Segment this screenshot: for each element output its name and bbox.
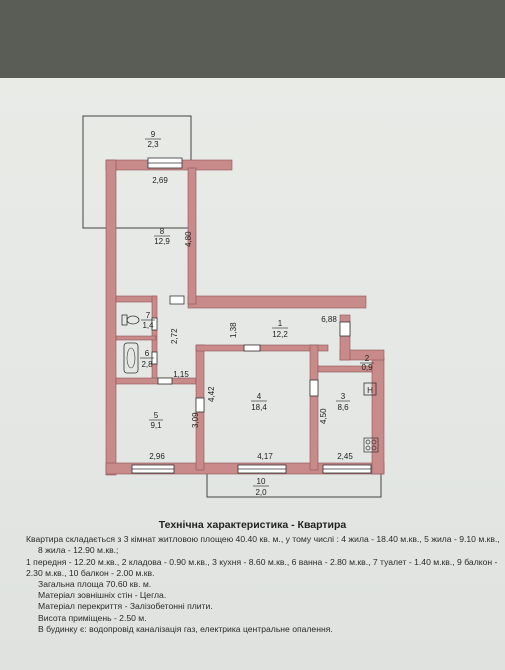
stove-icon <box>363 437 379 453</box>
svg-text:12,9: 12,9 <box>154 237 170 246</box>
dim-4-50: 4,50 <box>319 408 328 424</box>
dim-4-42: 4,42 <box>207 386 216 402</box>
svg-text:2,8: 2,8 <box>141 360 153 369</box>
svg-text:7: 7 <box>146 311 151 320</box>
dim-1-15: 1,15 <box>173 370 189 379</box>
dim-3-09: 3,09 <box>191 412 200 428</box>
dim-4-80: 4,80 <box>184 231 193 247</box>
svg-text:Н: Н <box>367 386 373 395</box>
svg-text:2: 2 <box>365 354 370 363</box>
svg-text:2,0: 2,0 <box>255 488 267 497</box>
svg-text:4: 4 <box>257 392 262 401</box>
svg-text:3: 3 <box>341 392 346 401</box>
info-utilities: В будинку є: водопровід каналізація газ,… <box>38 623 333 634</box>
svg-text:9,1: 9,1 <box>150 421 162 430</box>
room-label-9: 9 2,3 <box>145 130 161 149</box>
info-wall-material: Матеріал зовнішніх стін - Цегла. <box>38 590 167 601</box>
info-total-area: Загальна площа 70.60 кв. м. <box>38 579 152 590</box>
bathtub-icon <box>123 342 139 374</box>
svg-text:8: 8 <box>160 227 165 236</box>
room-label-1: 1 12,2 <box>272 319 288 339</box>
doors <box>151 295 351 413</box>
dim-6-88: 6,88 <box>321 315 337 324</box>
room-label-6: 6 2,8 <box>140 349 154 369</box>
dim-2-72: 2,72 <box>170 328 179 344</box>
balcony-9-outline <box>82 115 192 229</box>
boiler-icon: Н <box>363 382 377 396</box>
svg-text:0,9: 0,9 <box>361 363 373 372</box>
info-title: Технічна характеристика - Квартира <box>158 519 347 531</box>
room-label-8: 8 12,9 <box>154 227 170 246</box>
dim-2-96: 2,96 <box>149 452 165 461</box>
svg-text:9: 9 <box>151 130 156 139</box>
dim-2-45: 2,45 <box>337 452 353 461</box>
technical-description: Технічна характеристика - Квартира Кварт… <box>0 519 505 635</box>
room-label-10: 10 2,0 <box>253 477 269 497</box>
svg-text:1,4: 1,4 <box>142 321 154 330</box>
balcony-10-outline <box>206 468 382 498</box>
room-label-7: 7 1,4 <box>141 311 155 330</box>
svg-text:12,2: 12,2 <box>272 330 288 339</box>
info-floor-material: Матеріал перекриття - Залізобетонні плит… <box>38 601 213 612</box>
svg-text:18,4: 18,4 <box>251 403 267 412</box>
dim-1-38: 1,38 <box>229 322 238 338</box>
info-ceiling-height: Висота приміщень - 2.50 м. <box>38 612 147 623</box>
svg-text:5: 5 <box>154 411 159 420</box>
window-lines <box>132 162 371 470</box>
floor-plan: Н 9 2,3 8 12,9 7 1,4 6 2,8 5 9,1 4 18,4 … <box>82 115 385 498</box>
svg-text:8,6: 8,6 <box>337 403 349 412</box>
info-rooms: 1 передня - 12.20 м.кв., 2 кладова - 0.9… <box>26 556 498 578</box>
room-label-5: 5 9,1 <box>149 411 163 430</box>
svg-text:2,3: 2,3 <box>147 140 159 149</box>
info-summary: Квартира складається з 3 кімнат житловою… <box>26 534 500 556</box>
dim-4-17: 4,17 <box>257 452 273 461</box>
svg-text:1: 1 <box>278 319 283 328</box>
dim-2-69: 2,69 <box>152 176 168 185</box>
room-label-3: 3 8,6 <box>336 392 350 412</box>
room-label-2: 2 0,9 <box>360 354 374 372</box>
toilet-icon <box>121 314 140 326</box>
svg-text:6: 6 <box>145 349 150 358</box>
document-sheet <box>0 78 505 670</box>
svg-text:10: 10 <box>257 477 266 486</box>
room-label-4: 4 18,4 <box>251 392 267 412</box>
